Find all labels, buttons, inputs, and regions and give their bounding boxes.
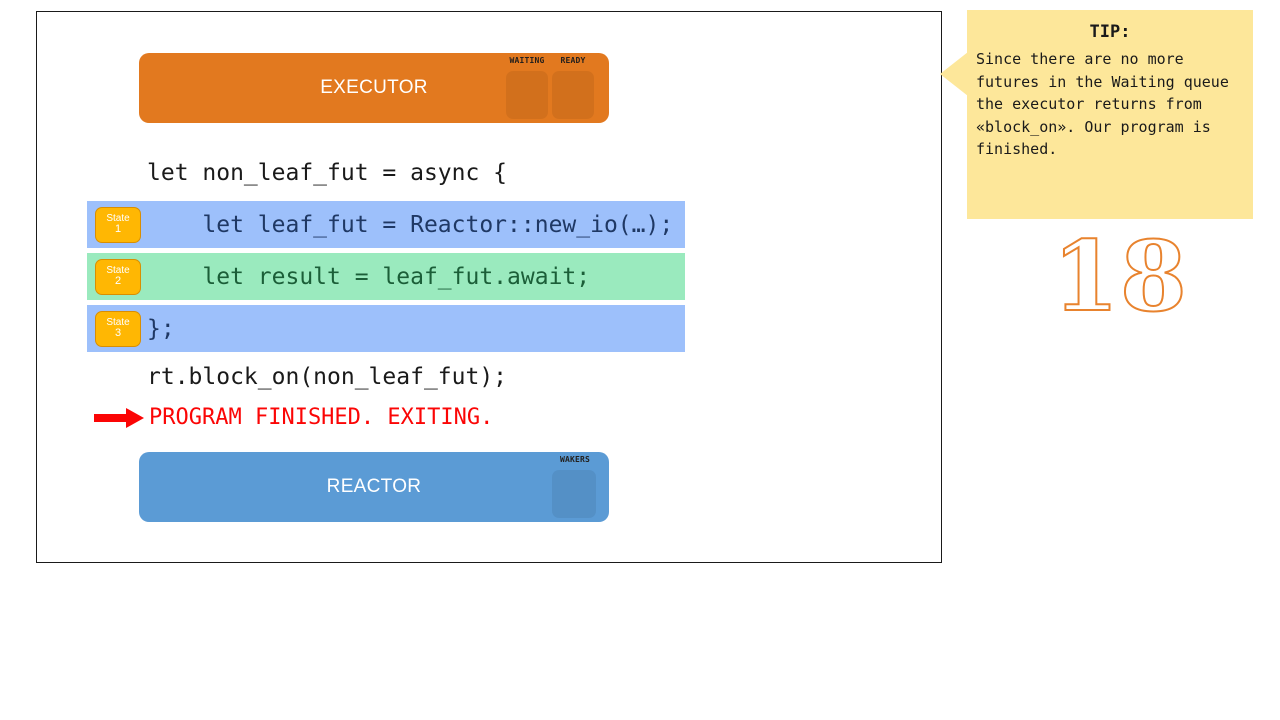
executor-ready-caption: READY	[560, 56, 586, 65]
tip-callout-tail	[940, 52, 968, 96]
state-badge-3: State 3	[95, 311, 141, 347]
code-line-leaf-fut: let leaf_fut = Reactor::new_io(…);	[147, 212, 674, 238]
state-badge-number: 3	[114, 327, 122, 340]
state-badge-number: 2	[114, 275, 122, 288]
code-highlight-state-1	[87, 201, 685, 248]
state-badge-word: State	[106, 264, 130, 276]
executor-waiting-caption: WAITING	[509, 56, 545, 65]
reactor-wakers-slot	[552, 470, 596, 518]
tip-title: TIP:	[1089, 22, 1131, 42]
executor-box: EXECUTOR WAITING READY	[139, 53, 609, 123]
state-badge-2: State 2	[95, 259, 141, 295]
program-status-text: PROGRAM FINISHED. EXITING.	[149, 405, 494, 430]
code-highlight-state-3	[87, 305, 685, 352]
code-line-await: let result = leaf_fut.await;	[147, 264, 591, 290]
reactor-title: REACTOR	[326, 476, 422, 497]
state-badge-word: State	[106, 212, 130, 224]
executor-ready-slot	[552, 71, 594, 119]
state-badge-word: State	[106, 316, 130, 328]
executor-waiting-slot	[506, 71, 548, 119]
slide-number: 18	[1051, 220, 1188, 333]
tip-callout: TIP: Since there are no more futures in …	[967, 10, 1253, 219]
code-line-async-block: let non_leaf_fut = async {	[147, 160, 508, 186]
slide-frame: EXECUTOR WAITING READY let non_leaf_fut …	[36, 11, 942, 563]
code-line-block-on: rt.block_on(non_leaf_fut);	[147, 364, 508, 390]
executor-title: EXECUTOR	[320, 77, 428, 98]
code-highlight-state-2	[87, 253, 685, 300]
state-badge-number: 1	[114, 223, 122, 236]
code-line-close-brace: };	[147, 316, 175, 342]
right-arrow-icon	[94, 408, 144, 428]
tip-body: Since there are no more futures in the W…	[976, 50, 1229, 158]
reactor-wakers-caption: WAKERS	[559, 455, 591, 464]
state-badge-1: State 1	[95, 207, 141, 243]
reactor-box: REACTOR WAKERS	[139, 452, 609, 522]
